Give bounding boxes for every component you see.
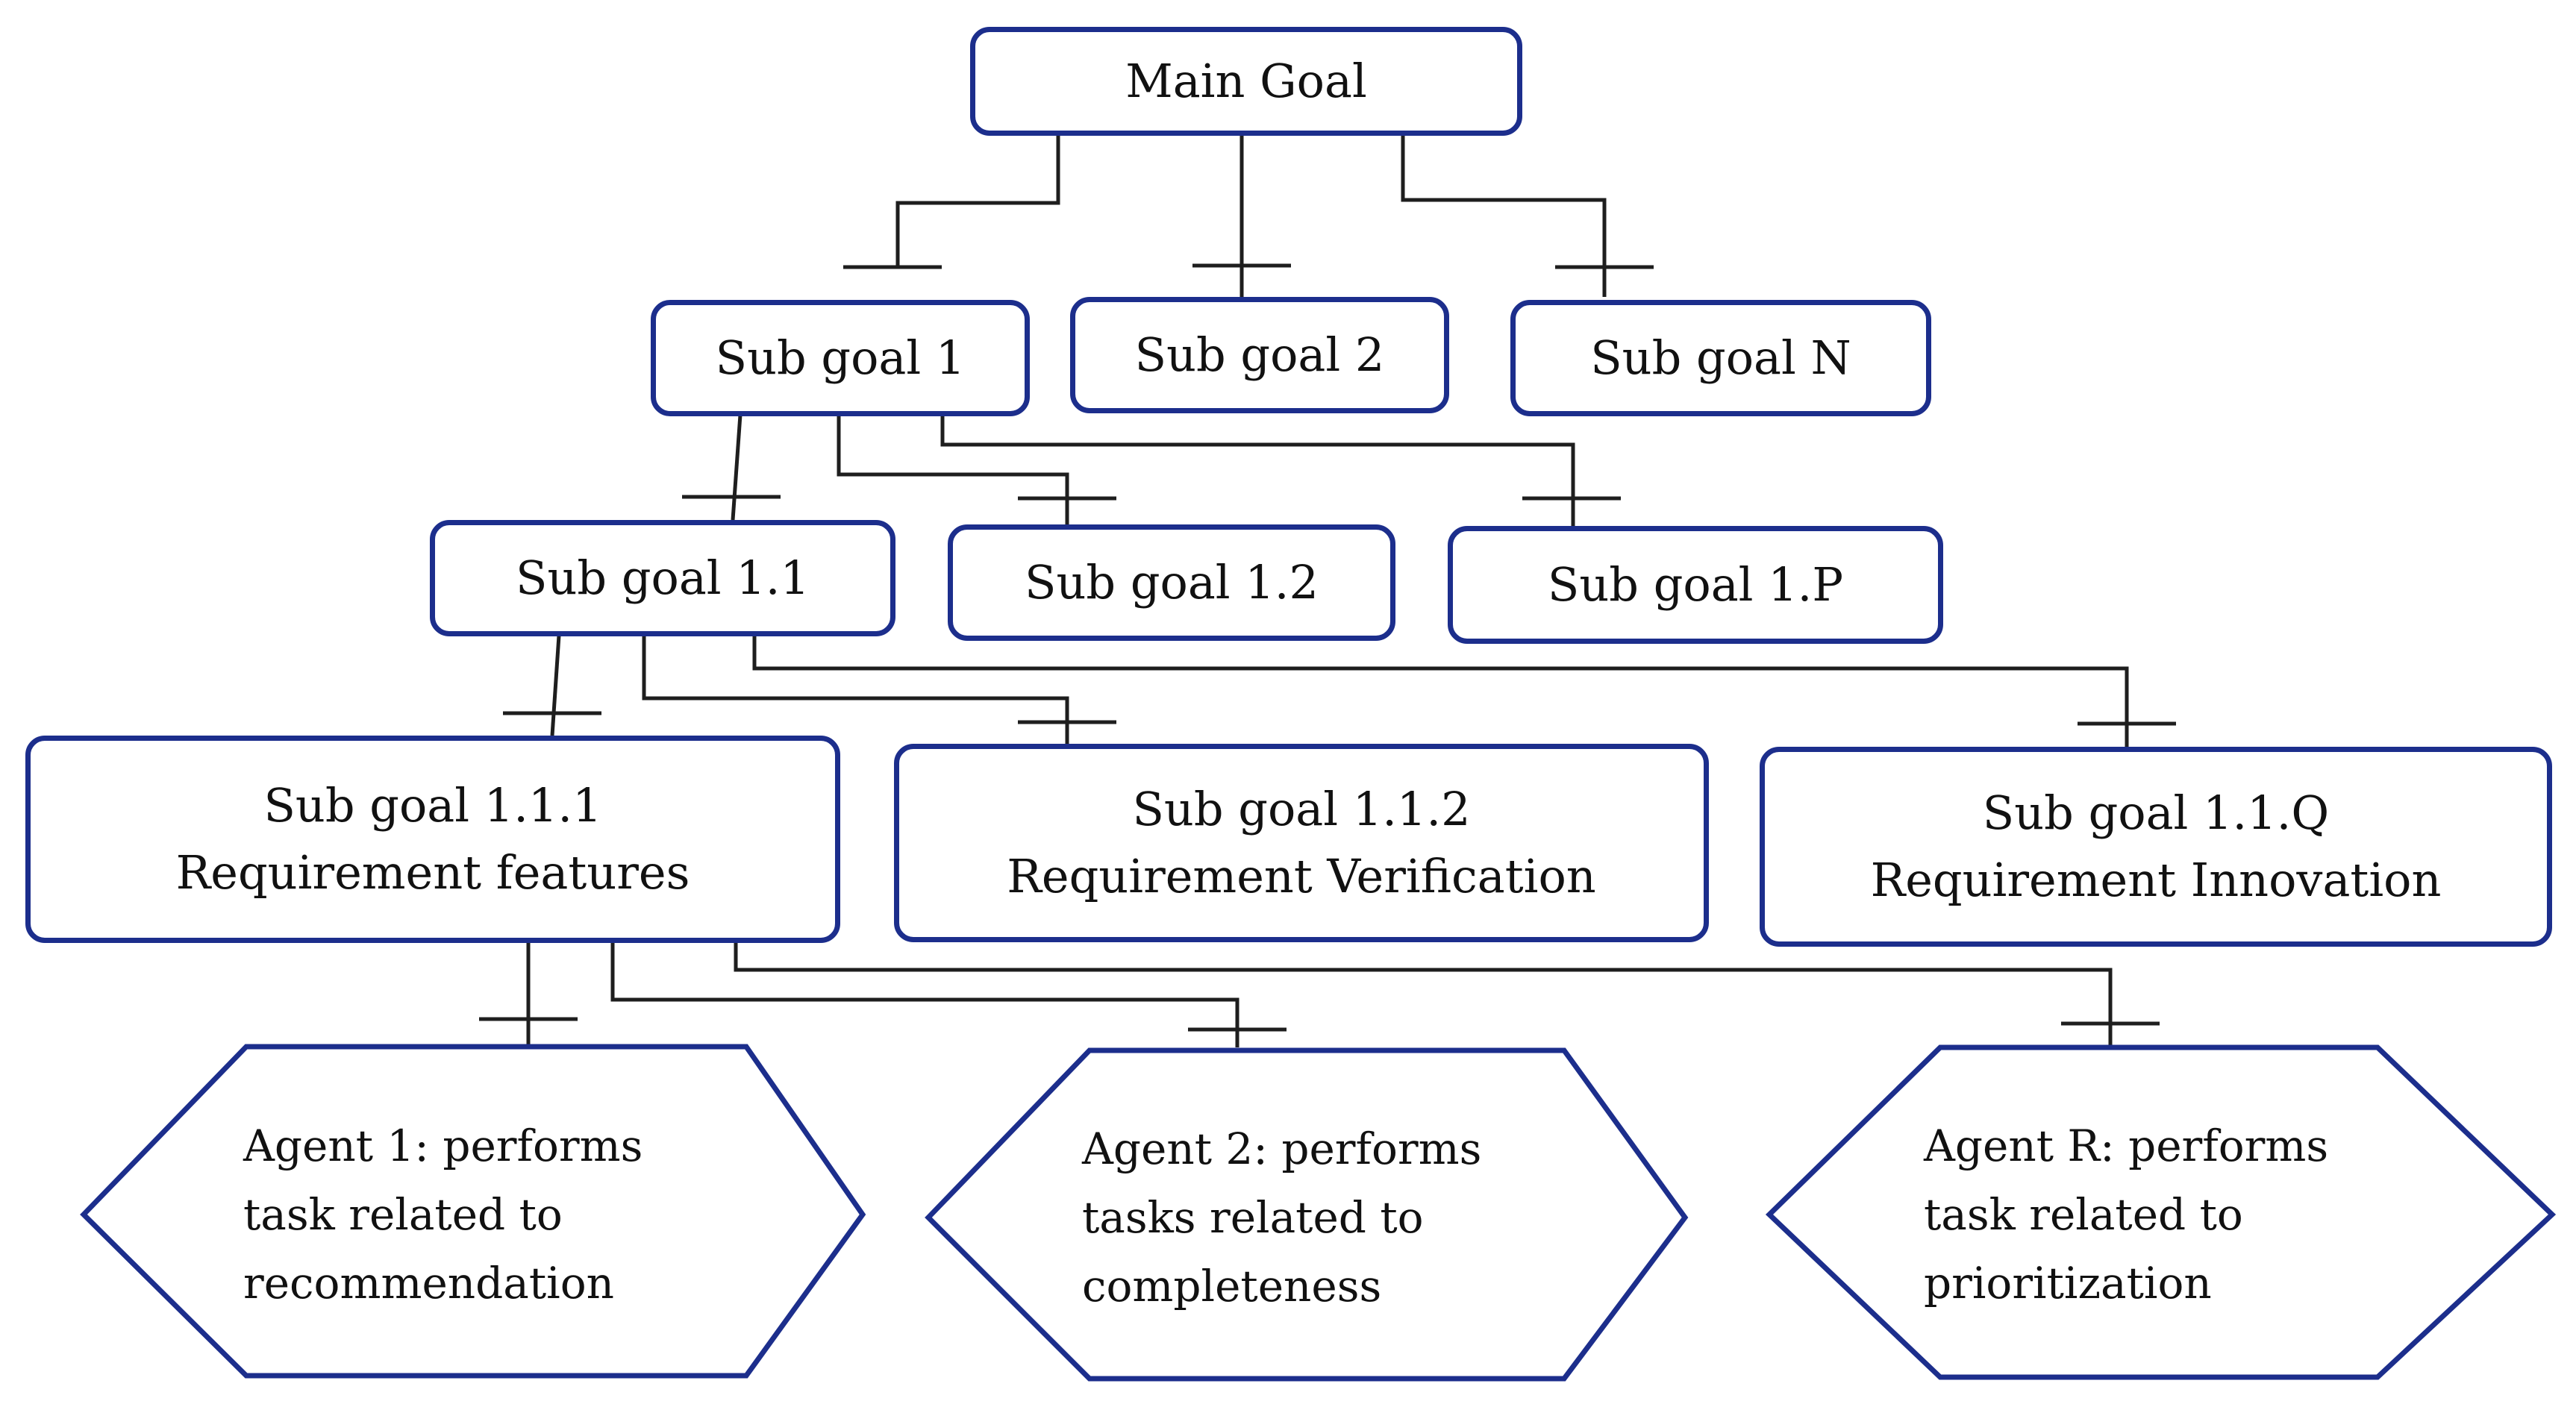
connector-subgoal1-1-1-to-agent-r (734, 941, 2113, 1046)
subgoal-2-box: Sub goal 2 (1070, 297, 1449, 413)
subgoal-label: Sub goal N (1590, 330, 1851, 386)
connector-subgoal1-1-to-1-1-1 (550, 635, 561, 736)
subgoal-label: Sub goal 1 (715, 330, 966, 386)
agent-2-text: Agent 2: performs tasks related to compl… (1082, 1115, 1481, 1320)
subgoal-label: Sub goal 1.1.1 (263, 778, 602, 833)
connector-subgoal1-to-1-2 (837, 415, 1069, 529)
connector-subgoal1-1-to-1-1-2 (642, 636, 1069, 744)
connector-subgoal1-1-1-to-agent-2 (610, 941, 1239, 1047)
subgoal-1-1-box: Sub goal 1.1 (430, 520, 895, 636)
agent-text-line: prioritization (1924, 1258, 2212, 1309)
agent-text-line: Agent 1: performs (243, 1121, 643, 1171)
connector-subgoal1-to-1-1 (731, 414, 743, 521)
agent-text-line: task related to (243, 1189, 563, 1240)
subgoal-1-1-2-box: Sub goal 1.1.2 Requirement Verification (894, 744, 1709, 942)
subgoal-label: Sub goal 2 (1134, 328, 1385, 383)
subgoal-description: Requirement Innovation (1870, 853, 2442, 907)
subgoal-1-1-q-box: Sub goal 1.1.Q Requirement Innovation (1760, 747, 2552, 947)
subgoal-description: Requirement Verification (1007, 849, 1596, 903)
main-goal-label: Main Goal (1125, 54, 1367, 109)
agent-1-hexagon (80, 1044, 866, 1379)
agent-text-line: Agent 2: performs (1082, 1124, 1482, 1174)
agent-text-line: recommendation (243, 1258, 614, 1309)
subgoal-1-box: Sub goal 1 (651, 300, 1030, 416)
subgoal-label: Sub goal 1.1 (516, 551, 810, 606)
agent-1-text: Agent 1: performs task related to recomm… (243, 1112, 643, 1317)
subgoal-label: Sub goal 1.P (1547, 557, 1844, 612)
main-goal-box: Main Goal (970, 27, 1522, 136)
connector-subgoal1-to-1-p (940, 415, 1575, 526)
subgoal-1-1-1-box: Sub goal 1.1.1 Requirement features (25, 736, 840, 943)
agent-text-line: Agent R: performs (1924, 1121, 2329, 1171)
connector-main-to-subgoal-1 (895, 134, 1060, 266)
agent-r-text: Agent R: performs task related to priori… (1924, 1112, 2328, 1317)
agent-text-line: task related to (1924, 1189, 2243, 1240)
agent-r-hexagon (1765, 1044, 2557, 1380)
subgoal-label: Sub goal 1.2 (1025, 555, 1319, 610)
subgoal-description: Requirement features (175, 845, 690, 900)
agent-2-hexagon (925, 1047, 1689, 1382)
connector-main-to-subgoal-n (1401, 134, 1607, 297)
subgoal-label: Sub goal 1.1.2 (1132, 782, 1471, 837)
subgoal-1-p-box: Sub goal 1.P (1448, 526, 1943, 644)
agent-text-line: tasks related to (1082, 1192, 1424, 1243)
connector-subgoal1-1-to-1-1-q (752, 636, 2129, 747)
agent-text-line: completeness (1082, 1261, 1382, 1312)
subgoal-label: Sub goal 1.1.Q (1982, 786, 2330, 841)
subgoal-1-2-box: Sub goal 1.2 (948, 524, 1395, 641)
subgoal-n-box: Sub goal N (1510, 300, 1931, 416)
